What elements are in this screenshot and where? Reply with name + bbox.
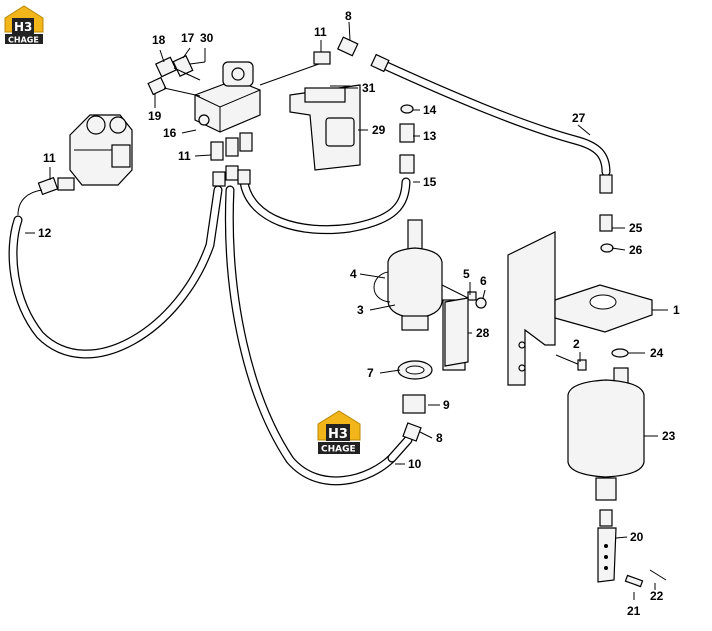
logo-top-left-word: CHAGE — [8, 36, 39, 45]
callout-5: 5 — [463, 267, 470, 281]
callout-10: 10 — [408, 457, 422, 471]
callout-26: 26 — [629, 243, 643, 257]
callout-16: 16 — [163, 126, 177, 140]
logo-top-left-mark: H3 — [14, 20, 32, 34]
bolt-2 — [555, 354, 587, 371]
hoses — [8, 59, 611, 486]
callout-2: 2 — [573, 337, 580, 351]
clevis-20 — [597, 509, 667, 588]
logo-center-word: CHAGE — [321, 445, 356, 455]
callout-14: 14 — [423, 103, 437, 117]
callout-23: 23 — [662, 429, 676, 443]
callout-19: 19 — [148, 109, 162, 123]
callout-4: 4 — [350, 267, 357, 281]
accumulator-23 — [567, 367, 645, 501]
callout-28: 28 — [476, 326, 490, 340]
plate-28 — [444, 297, 469, 367]
callout-29: 29 — [372, 123, 386, 137]
accumulator-center — [373, 219, 487, 442]
manifold-block — [194, 61, 261, 187]
pressure-switches — [147, 54, 206, 97]
callout-9: 9 — [443, 398, 450, 412]
bracket-1 — [507, 231, 653, 386]
callout-7: 7 — [367, 366, 374, 380]
fitting-11-left — [17, 176, 59, 216]
callout-27: 27 — [572, 111, 586, 125]
logo-top-left: H3 CHAGE — [4, 5, 44, 45]
valve-assembly — [57, 114, 133, 191]
callout-25: 25 — [629, 221, 643, 235]
logo-center-mark: H3 — [328, 427, 348, 442]
callouts: 1 2 3 4 5 6 7 8 8 9 10 11 11 11 12 13 14… — [38, 9, 680, 618]
callout-15: 15 — [423, 175, 437, 189]
callout-11-center: 11 — [178, 149, 191, 163]
callout-30: 30 — [200, 31, 214, 45]
callout-1: 1 — [673, 303, 680, 317]
callout-22: 22 — [650, 589, 664, 603]
logo-center: H3 CHAGE — [317, 410, 361, 455]
top-fittings — [313, 36, 390, 87]
callout-13: 13 — [423, 129, 437, 143]
fittings-25-26 — [599, 174, 614, 253]
callout-11-left: 11 — [43, 151, 56, 165]
washer-24 — [611, 348, 629, 358]
bracket-29 — [259, 59, 361, 171]
leader-lines — [25, 21, 668, 600]
callout-20: 20 — [630, 530, 644, 544]
callout-3: 3 — [357, 303, 364, 317]
callout-18: 18 — [152, 33, 166, 47]
callout-8-lower: 8 — [436, 431, 443, 445]
callout-11-top: 11 — [314, 25, 327, 39]
callout-12: 12 — [38, 226, 52, 240]
fitting-13-14 — [399, 104, 415, 174]
callout-21: 21 — [627, 604, 641, 618]
callout-6: 6 — [480, 274, 487, 288]
callout-31: 31 — [362, 81, 376, 95]
callout-17: 17 — [181, 31, 195, 45]
callout-8-upper: 8 — [345, 9, 352, 23]
callout-24: 24 — [650, 346, 664, 360]
